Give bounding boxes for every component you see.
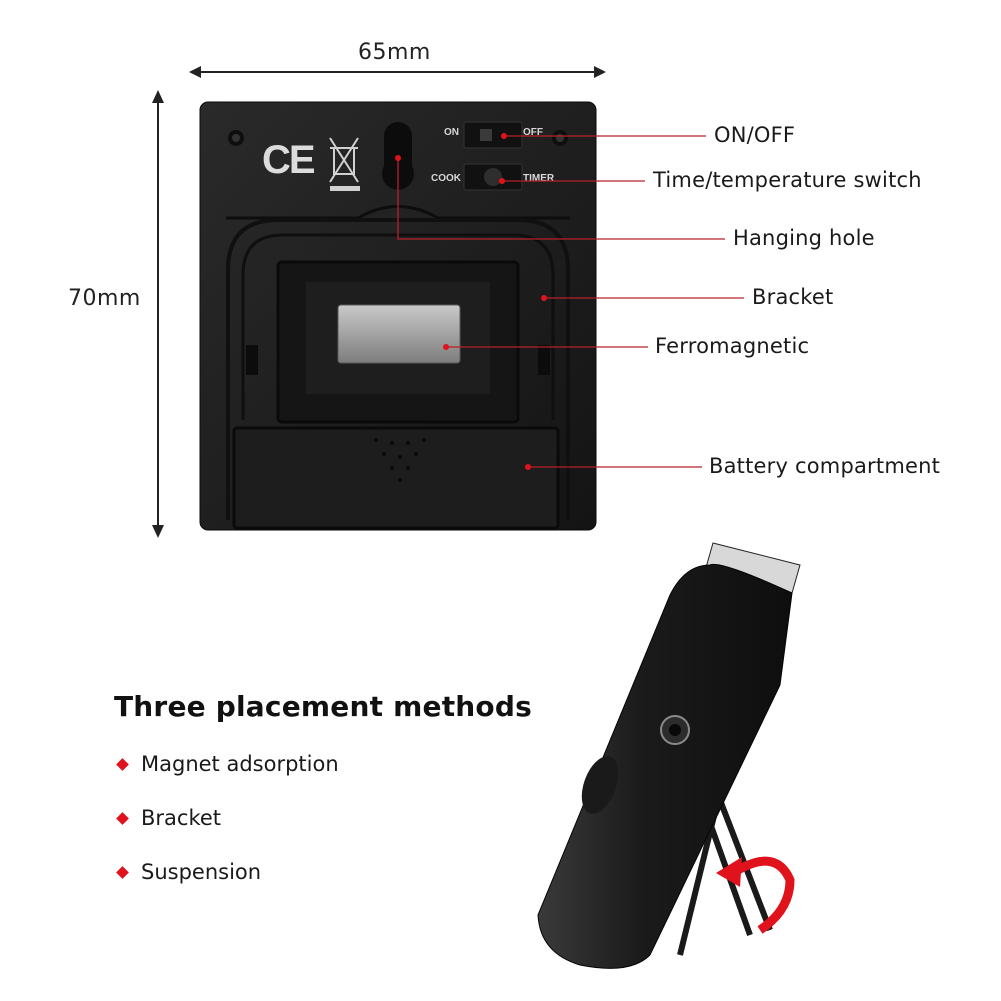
device-side-view bbox=[537, 542, 801, 969]
callout-bracket: Bracket bbox=[752, 285, 834, 309]
bullet-diamond-icon bbox=[116, 811, 129, 825]
callout-on-off: ON/OFF bbox=[714, 123, 796, 147]
callout-time-temperature-switch: Time/temperature switch bbox=[653, 168, 922, 192]
switch-timer-label: TIMER bbox=[523, 173, 555, 184]
height-dimension-label: 70mm bbox=[68, 286, 141, 311]
device-back-view bbox=[199, 101, 597, 531]
width-dimension-label: 65mm bbox=[358, 40, 431, 65]
placement-item-label: Bracket bbox=[141, 806, 222, 830]
height-dimension-arrow bbox=[152, 90, 164, 538]
placement-item-suspension: Suspension bbox=[114, 860, 261, 884]
placement-heading: Three placement methods bbox=[114, 690, 532, 723]
callout-leader-lines bbox=[395, 133, 744, 470]
width-dimension-arrow bbox=[189, 66, 606, 78]
placement-item-label: Magnet adsorption bbox=[141, 752, 339, 776]
placement-item-magnet: Magnet adsorption bbox=[114, 752, 339, 776]
placement-item-label: Suspension bbox=[141, 860, 262, 884]
ce-mark: CE bbox=[262, 138, 316, 182]
callout-ferromagnetic: Ferromagnetic bbox=[655, 334, 810, 358]
switch-off-label: OFF bbox=[523, 127, 543, 138]
switch-cook-label: COOK bbox=[431, 173, 461, 184]
bullet-diamond-icon bbox=[116, 757, 129, 771]
bullet-diamond-icon bbox=[116, 865, 129, 879]
switch-on-label: ON bbox=[444, 127, 459, 138]
callout-hanging-hole: Hanging hole bbox=[733, 226, 875, 250]
callout-battery-compartment: Battery compartment bbox=[709, 454, 941, 478]
placement-item-bracket: Bracket bbox=[114, 806, 221, 830]
